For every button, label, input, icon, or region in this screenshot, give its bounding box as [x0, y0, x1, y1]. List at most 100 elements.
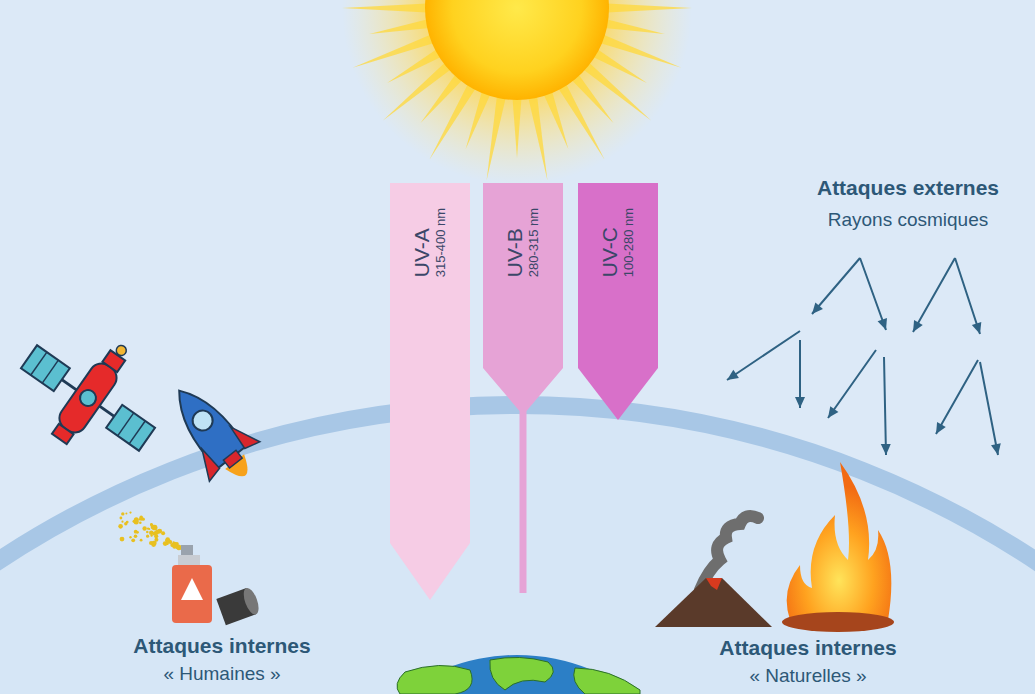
- spray-dot: [148, 528, 150, 530]
- spray-dot: [120, 517, 123, 520]
- arrowhead: [881, 444, 891, 455]
- sun-ray: [528, 96, 547, 181]
- spray-dot: [121, 521, 123, 523]
- ray-arrowheads: [727, 302, 1001, 455]
- uv-band: UV-B280-315 nm: [483, 183, 563, 595]
- band-arrow: [390, 183, 470, 600]
- fire-icon: [782, 462, 894, 632]
- arrowhead: [795, 397, 805, 408]
- spray-mist: [118, 511, 183, 550]
- spray-dot: [118, 524, 123, 529]
- band-name: UV-B: [503, 208, 527, 277]
- spray-dot: [165, 537, 170, 542]
- heading-label: Attaques internes: [133, 634, 310, 658]
- satellite-antenna: [114, 344, 128, 358]
- uv-band: UV-C100-280 nm: [578, 183, 658, 423]
- earth-land: [397, 665, 472, 694]
- arrowhead: [727, 370, 739, 380]
- spray-dot: [124, 522, 127, 525]
- sun-ray: [430, 84, 476, 160]
- panel-line: [129, 421, 145, 444]
- sun-disc: [425, 0, 609, 100]
- spray-dot: [139, 518, 142, 521]
- rocket-fin: [191, 448, 222, 481]
- band-arrow: [578, 183, 658, 420]
- band-arrow: [483, 183, 563, 593]
- solar-panel: [106, 405, 155, 451]
- sun-rays: [342, 0, 692, 180]
- arrowhead: [936, 422, 946, 434]
- arrowhead: [878, 318, 887, 330]
- spray-dot: [161, 531, 165, 535]
- spray-dot: [120, 537, 125, 542]
- spray-dot: [154, 534, 158, 538]
- spray-dot: [129, 536, 131, 538]
- spray-dot: [142, 526, 146, 530]
- earth-land: [574, 668, 640, 694]
- rocket-icon: [154, 371, 271, 495]
- panel-line: [118, 413, 134, 436]
- spray-dot: [134, 535, 138, 539]
- spray-can-body: [172, 565, 212, 623]
- sun-ray: [605, 19, 665, 34]
- uv-band: UV-A315-400 nm: [390, 183, 470, 603]
- sun-glow: [342, 0, 692, 185]
- spray-dot: [152, 525, 157, 530]
- fire-flames: [787, 462, 892, 620]
- volcano-icon: [655, 516, 772, 627]
- tin-can: [216, 586, 261, 625]
- satellite-bottom: [52, 424, 74, 444]
- spray-dot: [142, 518, 145, 521]
- spray-dot: [152, 525, 157, 530]
- arrowhead: [913, 320, 923, 332]
- rocket-window: [189, 407, 217, 435]
- ray-lines: [727, 258, 998, 455]
- spray-dot: [129, 511, 131, 513]
- sun-ray: [513, 98, 522, 158]
- rocket-nozzle: [223, 450, 242, 468]
- spray-dot: [131, 538, 135, 542]
- sun-ray: [369, 19, 429, 34]
- band-shape: [578, 183, 658, 423]
- spray-dot: [147, 527, 149, 529]
- sun-ray: [583, 62, 651, 120]
- spray-label: [181, 578, 203, 600]
- spray-dot: [121, 512, 124, 515]
- sun-ray: [544, 91, 569, 149]
- band-text: UV-A315-400 nm: [410, 208, 449, 277]
- earth-ocean: [322, 655, 712, 694]
- spray-dot: [125, 513, 127, 515]
- spray-dot: [139, 521, 142, 524]
- arrowhead: [991, 443, 1001, 455]
- spray-dot: [119, 526, 121, 528]
- sun-ray: [487, 96, 506, 181]
- tin-can-end: [241, 586, 262, 616]
- sub-label: « Humaines »: [163, 663, 280, 685]
- spray-dot: [136, 531, 139, 534]
- heading-label: Attaques externes: [817, 176, 999, 200]
- wavelength-range: 100-280 nm: [623, 208, 638, 277]
- panel-line: [42, 360, 58, 383]
- sun-ray: [342, 4, 427, 13]
- sun-ray: [383, 62, 451, 120]
- spray-dot: [156, 530, 160, 534]
- volcano-mountain: [655, 578, 772, 627]
- band-text: UV-C100-280 nm: [598, 208, 637, 277]
- wavelength-range: 280-315 nm: [528, 208, 543, 277]
- sun-ray: [466, 91, 491, 149]
- sun-ray: [607, 4, 692, 13]
- satellite-window: [77, 387, 99, 409]
- fire-base: [782, 612, 894, 632]
- sub-label: « Naturelles »: [749, 665, 866, 687]
- earth-land: [490, 657, 554, 690]
- sun-ray: [558, 84, 604, 160]
- spray-dot: [152, 541, 156, 545]
- cosmic-ray-arrows: [727, 258, 998, 455]
- solar-panel: [21, 345, 70, 391]
- wavelength-range: 315-400 nm: [435, 208, 450, 277]
- band-text: UV-B280-315 nm: [503, 208, 542, 277]
- heading-label: Attaques internes: [719, 636, 896, 660]
- panel-line: [31, 352, 47, 375]
- spray-dot: [172, 545, 176, 549]
- sub-label: Rayons cosmiques: [828, 209, 989, 231]
